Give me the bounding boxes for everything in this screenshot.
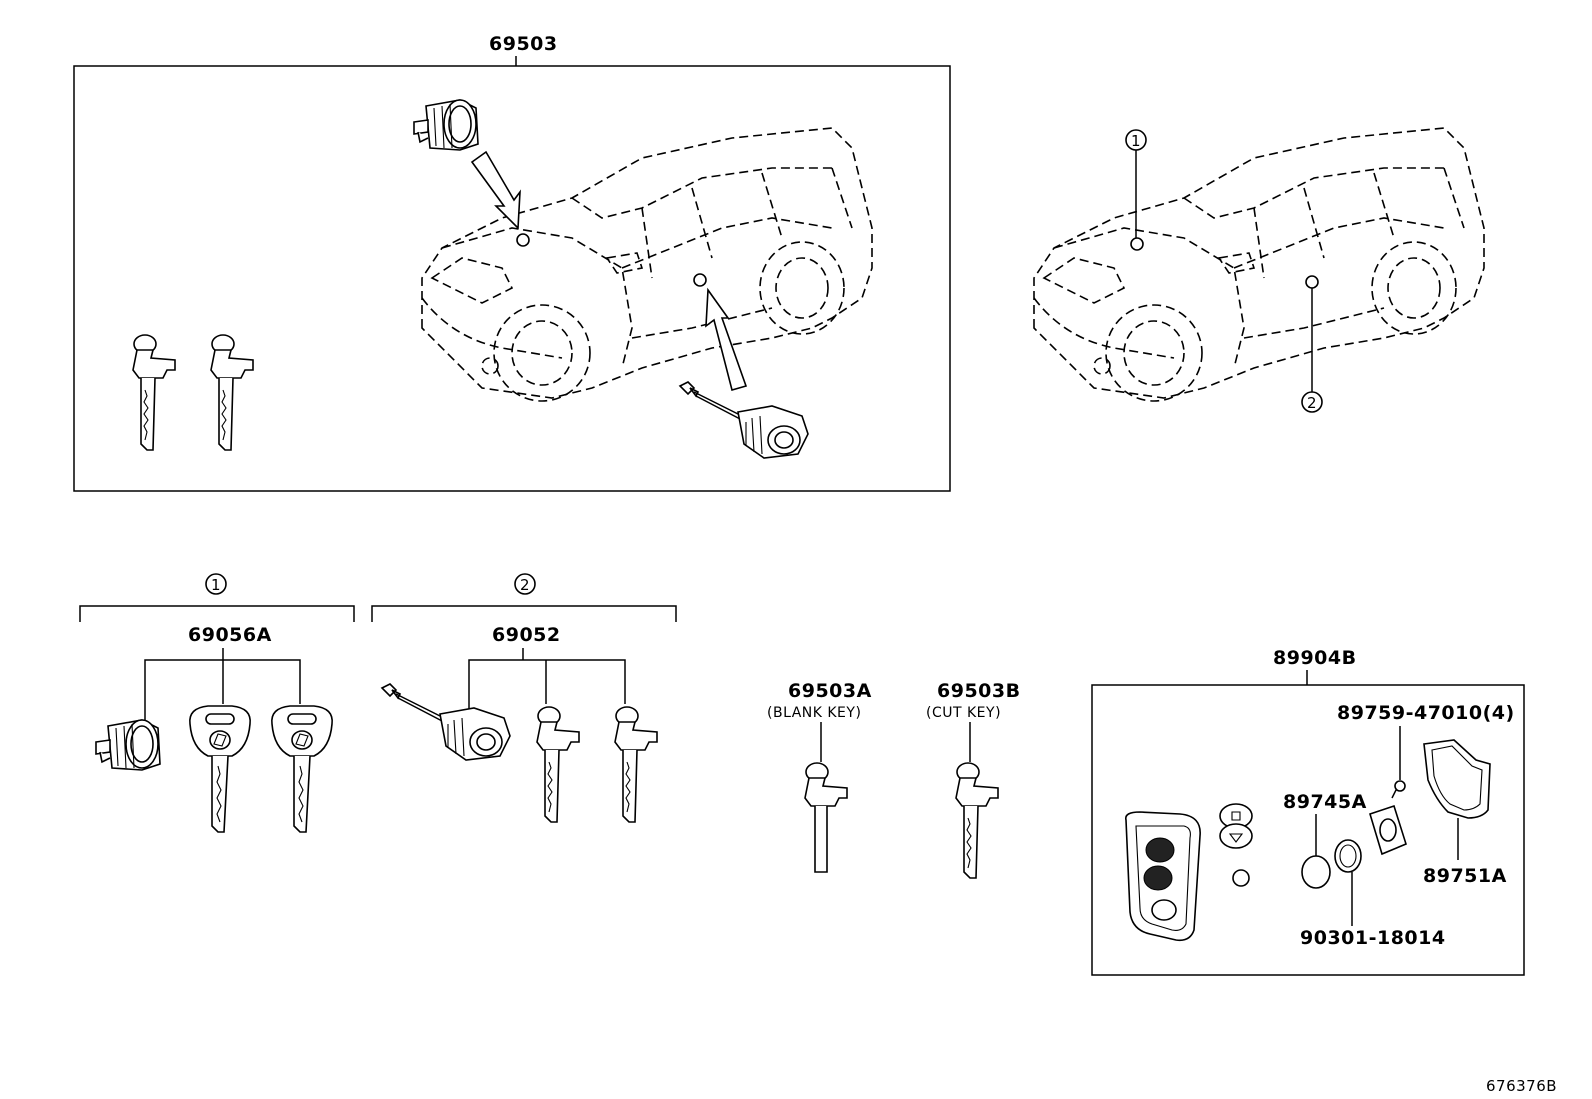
callout-2-bottom-text: 2 <box>1307 394 1317 412</box>
vehicle-illustration-right <box>1033 127 1485 402</box>
label-assembly-set: 69503 <box>489 33 558 55</box>
label-battery: 89745A <box>1283 791 1367 813</box>
group-1-callout-text: 1 <box>211 576 221 594</box>
screw <box>1391 780 1406 799</box>
o-ring-inner <box>1339 844 1357 868</box>
door-lock-location-dot <box>693 273 707 287</box>
group-2-callout-text: 2 <box>520 576 530 594</box>
ignition-cylinder-top <box>413 99 479 151</box>
group-1-callout <box>205 573 227 595</box>
callout-2-location-dot <box>1305 275 1319 289</box>
case-cover <box>1423 739 1491 819</box>
arrow-door-lock <box>705 287 748 391</box>
label-blank-key: 69503A <box>788 680 872 702</box>
sub-key-group-2-2 <box>614 706 658 823</box>
sub-key-group-2-1 <box>536 706 580 823</box>
group-1-bracket <box>79 605 355 622</box>
label-screw: 89759-47010(4) <box>1337 702 1515 724</box>
sub-key-top-2 <box>210 334 254 451</box>
label-cut-key-note: (CUT KEY) <box>926 705 1001 721</box>
sub-key-top-1 <box>132 334 176 451</box>
transmitter-fob <box>1124 811 1201 942</box>
label-cut-key: 69503B <box>937 680 1021 702</box>
callout-2-bottom <box>1301 391 1323 413</box>
assembly-box <box>73 65 951 492</box>
o-ring <box>1334 839 1362 873</box>
label-transmitter-assy: 89904B <box>1273 647 1357 669</box>
cover-plate <box>1369 804 1407 856</box>
ignition-location-dot <box>516 233 530 247</box>
label-o-ring: 90301-18014 <box>1300 927 1446 949</box>
label-case: 89751A <box>1423 865 1507 887</box>
diagram-code: 676376B <box>1486 1077 1557 1095</box>
group-2-leaders <box>468 648 626 724</box>
label-cyl-key-set-1: 69056A <box>188 624 272 646</box>
door-lock-cylinder-top <box>679 381 809 459</box>
callout-1-location-dot <box>1130 237 1144 251</box>
transmitter-box <box>1091 684 1525 976</box>
master-key-2 <box>271 705 333 833</box>
group-1-leaders <box>144 648 301 724</box>
master-key-1 <box>189 705 251 833</box>
arrow-ignition <box>470 150 521 230</box>
ignition-cylinder-group-1 <box>95 719 161 771</box>
door-lock-cylinder-group-2 <box>381 683 511 761</box>
cut-key <box>955 762 999 879</box>
group-2-bracket <box>371 605 677 622</box>
panic-button <box>1232 869 1250 887</box>
button-pad <box>1219 803 1253 849</box>
blank-key <box>804 762 848 873</box>
label-blank-key-note: (BLANK KEY) <box>767 705 861 721</box>
group-2-callout <box>514 573 536 595</box>
callout-1-top-text: 1 <box>1131 132 1141 150</box>
battery <box>1301 855 1331 889</box>
label-cyl-key-set-2: 69052 <box>492 624 561 646</box>
